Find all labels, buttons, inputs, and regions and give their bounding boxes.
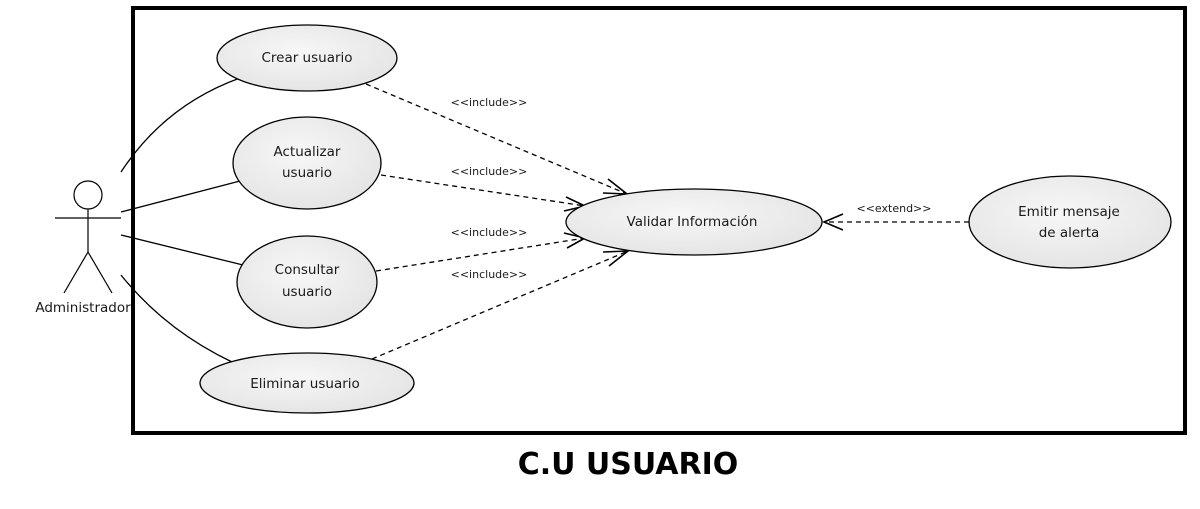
use-case-emitir-mensaje-alerta[interactable]: Emitir mensaje de alerta — [968, 175, 1172, 269]
use-case-crear-usuario[interactable]: Crear usuario — [216, 24, 398, 92]
use-case-label: Crear usuario — [261, 50, 352, 66]
include-label: <<include>> — [451, 226, 528, 239]
actor-head — [73, 180, 103, 210]
diagram-title: C.U USUARIO — [518, 447, 739, 482]
use-case-label-line2: de alerta — [1039, 225, 1100, 241]
use-case-validar-informacion[interactable]: Validar Información — [565, 188, 823, 256]
actor-left-leg — [63, 251, 89, 294]
use-case-label: Validar Información — [627, 214, 758, 230]
use-case-label-line1: Consultar — [275, 262, 340, 278]
system-boundary — [131, 6, 1187, 435]
use-case-label-line1: Actualizar — [274, 144, 341, 160]
use-case-actualizar-usuario[interactable]: Actualizar usuario — [232, 116, 382, 210]
use-case-label-line1: Emitir mensaje — [1018, 204, 1120, 220]
extend-label: <<extend>> — [857, 202, 932, 215]
use-case-eliminar-usuario[interactable]: Eliminar usuario — [199, 352, 415, 414]
extend-emitir-validar — [821, 213, 969, 231]
use-case-consultar-usuario[interactable]: Consultar usuario — [236, 235, 378, 329]
include-label: <<include>> — [451, 96, 528, 109]
use-case-label-line2: usuario — [282, 284, 332, 300]
actor-label: Administrador — [35, 300, 131, 316]
actor-right-leg — [87, 251, 113, 294]
association-actualizar — [120, 180, 241, 213]
association-consultar — [120, 234, 244, 266]
include-label: <<include>> — [451, 268, 528, 281]
use-case-label: Eliminar usuario — [250, 376, 360, 392]
include-actualizar-validar — [380, 174, 588, 212]
actor-administrador[interactable]: Administrador — [35, 180, 131, 316]
association-eliminar — [120, 274, 233, 363]
include-label: <<include>> — [451, 165, 528, 178]
association-crear — [120, 77, 241, 173]
use-case-label-line2: usuario — [282, 165, 332, 181]
